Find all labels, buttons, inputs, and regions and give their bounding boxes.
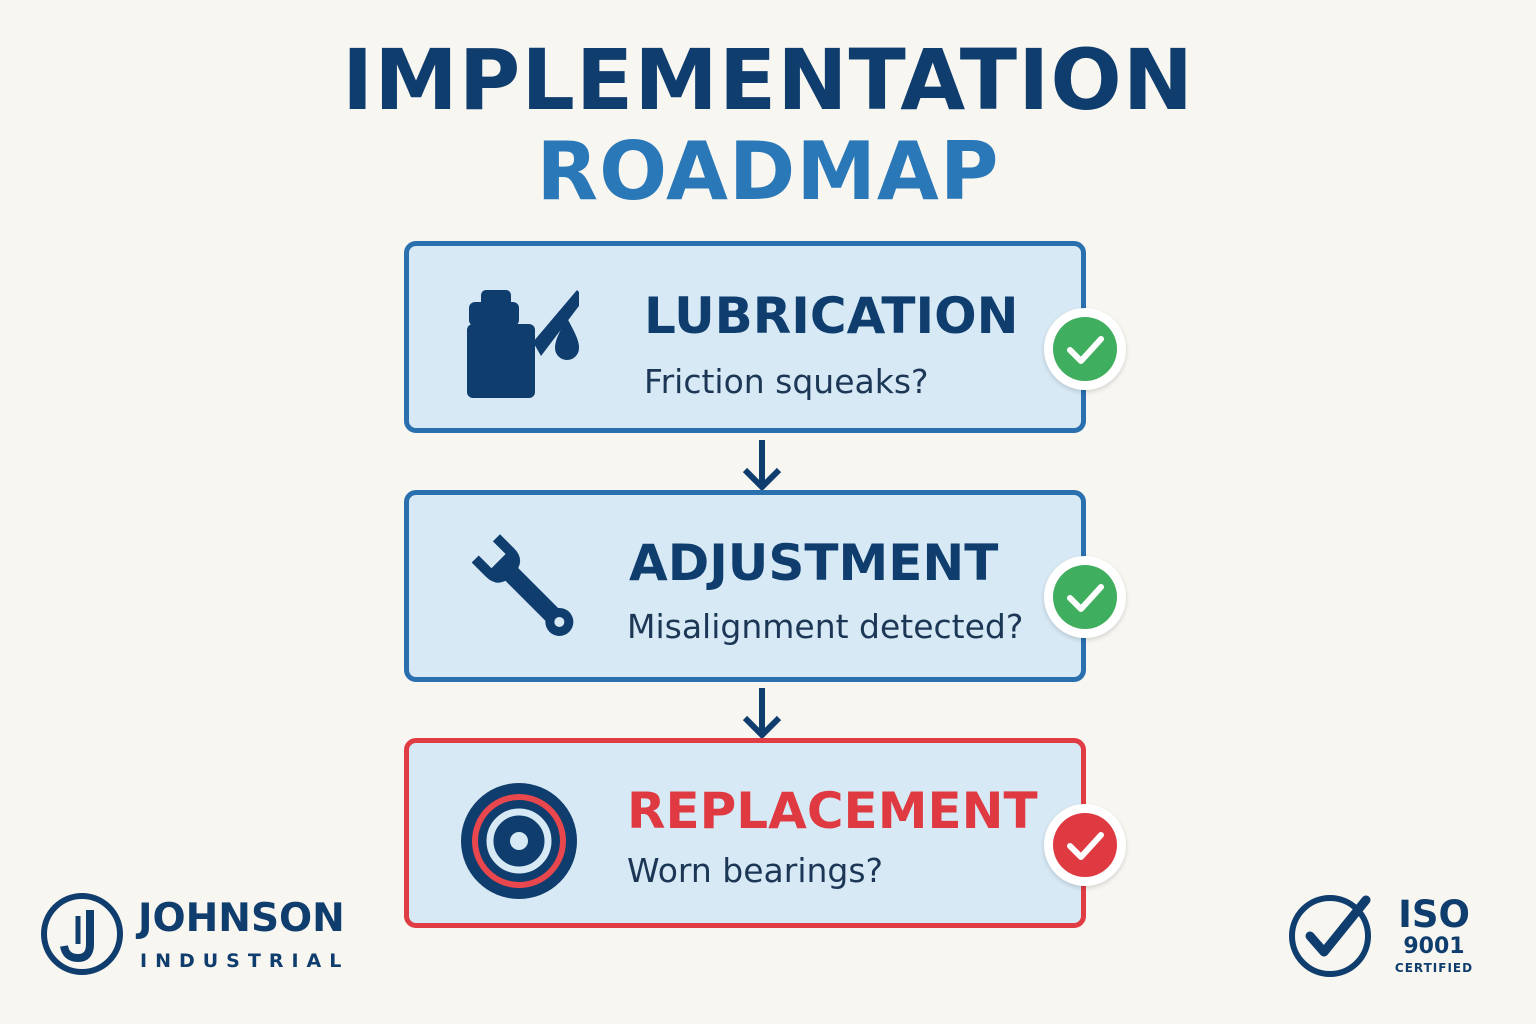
iso-certified-label: CERTIFIED — [1394, 961, 1474, 975]
oil-can-icon — [459, 284, 585, 404]
iso-label: ISO — [1398, 893, 1470, 936]
checkmark-icon — [1053, 813, 1117, 877]
step-replacement: REPLACEMENT Worn bearings? — [404, 738, 1086, 928]
checkmark-icon — [1053, 565, 1117, 629]
company-name: JOHNSON — [138, 896, 345, 941]
step-heading: LUBRICATION — [644, 287, 1019, 345]
checkmark-icon — [1053, 317, 1117, 381]
arrow-down-icon — [742, 440, 782, 492]
step-question: Friction squeaks? — [644, 362, 929, 401]
arrow-down-icon — [742, 688, 782, 740]
page-title: IMPLEMENTATION — [341, 31, 1195, 129]
step-lubrication: LUBRICATION Friction squeaks? — [404, 241, 1086, 433]
page-subtitle: ROADMAP — [536, 125, 1000, 218]
step-check-badge — [1044, 804, 1126, 886]
step-heading: ADJUSTMENT — [629, 534, 999, 592]
step-adjustment: ADJUSTMENT Misalignment detected? — [404, 490, 1086, 682]
company-subtitle: INDUSTRIAL — [140, 950, 350, 972]
iso-number: 9001 — [1403, 934, 1465, 959]
certified-check-icon — [1289, 895, 1371, 977]
step-question: Misalignment detected? — [627, 607, 1024, 646]
step-heading: REPLACEMENT — [627, 782, 1038, 840]
step-check-badge — [1044, 556, 1126, 638]
wrench-icon — [459, 523, 579, 643]
step-question: Worn bearings? — [627, 851, 884, 890]
company-logo-icon — [41, 893, 123, 975]
bearing-icon — [459, 781, 579, 901]
step-check-badge — [1044, 308, 1126, 390]
